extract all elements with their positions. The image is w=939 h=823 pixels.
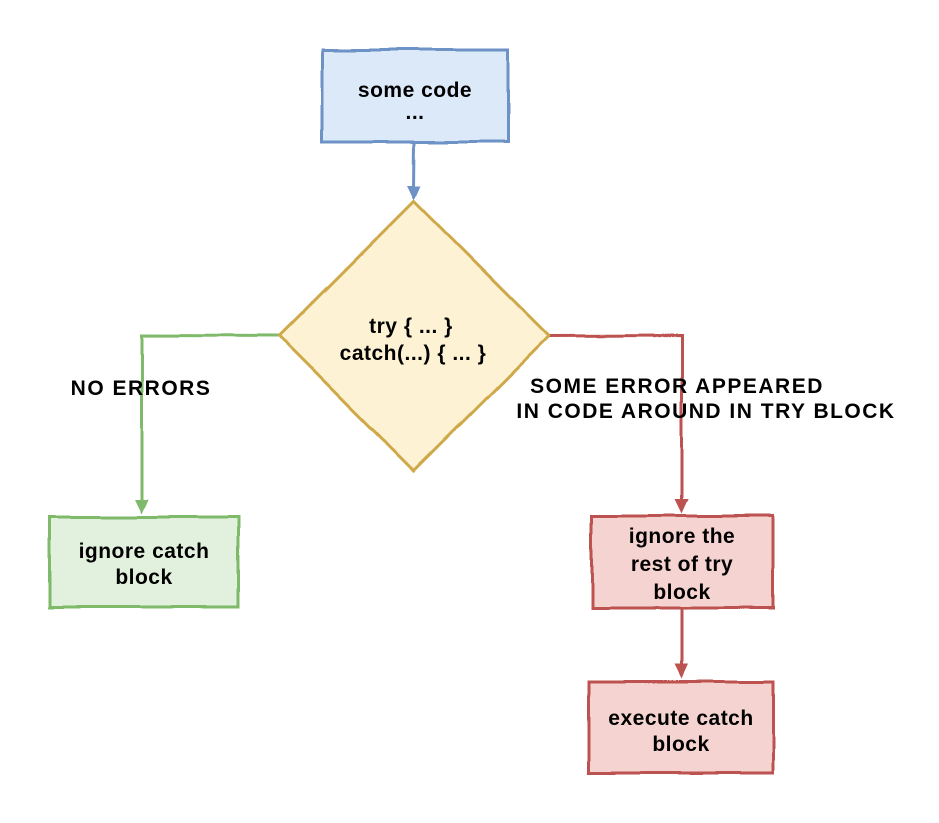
node-execute-catch-block (587, 680, 775, 775)
node-some-code (320, 48, 510, 144)
node-ignore-catch-block-label-line-2: block (115, 566, 172, 589)
node-try-catch-decision-label-line-2: catch(...) { ... } (340, 342, 487, 365)
node-some-code-label-line-2: ... (405, 101, 424, 124)
shapes-layer (48, 48, 775, 775)
edge-error-appeared (547, 333, 684, 501)
edge-no-errors (140, 333, 281, 501)
edge-error-appeared-label-line-1: SOME ERROR APPEARED (530, 375, 824, 398)
node-execute-catch-label-line-2: block (652, 733, 709, 756)
node-try-catch-decision-label-line-1: try { ... } (369, 315, 453, 338)
node-ignore-catch-block-label-line-1: ignore catch (79, 540, 210, 563)
edge-error-appeared-label-line-2: IN CODE AROUND IN TRY BLOCK (516, 400, 895, 423)
node-ignore-rest-of-try-block (590, 514, 775, 610)
edge-no-errors-label: NO ERRORS (71, 377, 212, 400)
node-ignore-rest-label-line-3: block (653, 581, 710, 604)
node-ignore-rest-label-line-1: ignore the (629, 525, 736, 548)
labels-layer: some code ... try { ... } catch(...) { .… (71, 79, 895, 756)
edge-no-errors-arrowhead (135, 499, 149, 514)
edge-code-to-decision (412, 142, 416, 190)
node-ignore-rest-label-line-2: rest of try (631, 553, 733, 576)
node-execute-catch-label-line-1: execute catch (608, 707, 753, 730)
edge-code-to-decision-arrowhead (407, 185, 421, 200)
edge-rest-to-execute-arrowhead (675, 664, 689, 679)
node-try-catch-decision (276, 198, 552, 474)
node-some-code-label-line-1: some code (358, 79, 472, 102)
node-ignore-catch-block (48, 515, 240, 609)
edge-error-appeared-arrowhead (675, 499, 689, 514)
